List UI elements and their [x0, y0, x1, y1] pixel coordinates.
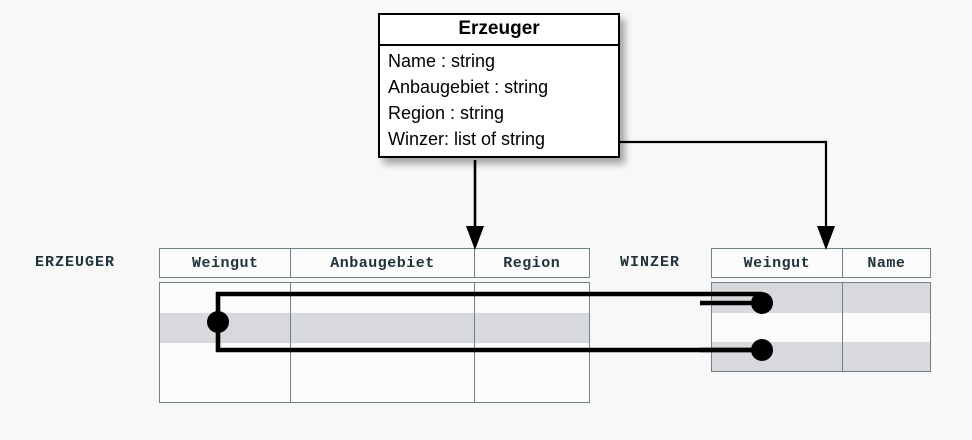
uml-class-erzeuger: Erzeuger Name : string Anbaugebiet : str… — [378, 13, 620, 158]
cell-name — [842, 313, 930, 342]
cell-name — [842, 283, 930, 313]
table-row — [712, 313, 930, 342]
cell-anbaugebiet — [290, 373, 474, 402]
column-header-region: Region — [473, 249, 589, 277]
cell-weingut — [712, 342, 842, 371]
uml-attribute-name: Name : string — [388, 51, 496, 71]
cell-weingut — [160, 343, 290, 373]
cell-name — [842, 342, 930, 371]
table-row — [160, 313, 589, 343]
column-header-name: Name — [841, 249, 930, 277]
arrow-winzer-attr-to-winzer-table — [606, 140, 835, 250]
cell-region — [474, 373, 589, 402]
uml-class-title: Erzeuger — [380, 15, 618, 46]
cell-weingut — [160, 313, 290, 343]
table-row — [160, 373, 589, 402]
arrow-class-to-erzeuger — [466, 160, 484, 250]
cell-weingut — [712, 283, 842, 313]
table-winzer-header: Weingut Name — [711, 248, 931, 278]
cell-weingut — [160, 283, 290, 313]
table-erzeuger: ERZEUGER Weingut Anbaugebiet Region — [35, 248, 590, 403]
table-row — [712, 342, 930, 371]
cell-region — [474, 313, 589, 343]
uml-attribute-list: Name : string Anbaugebiet : string Regio… — [380, 46, 618, 156]
uml-attribute-winzer: Winzer: list of string — [388, 129, 546, 149]
cell-anbaugebiet — [290, 283, 474, 313]
uml-attribute-region: Region : string — [388, 103, 505, 123]
table-winzer: WINZER Weingut Name — [620, 248, 931, 372]
table-winzer-body — [711, 282, 931, 372]
table-row — [712, 283, 930, 313]
cell-weingut — [160, 373, 290, 402]
table-erzeuger-header: Weingut Anbaugebiet Region — [159, 248, 590, 278]
table-erzeuger-label: ERZEUGER — [35, 254, 116, 271]
column-header-weingut: Weingut — [191, 254, 259, 272]
cell-anbaugebiet — [290, 313, 474, 343]
table-row — [160, 343, 589, 373]
column-header-anbaugebiet: Anbaugebiet — [290, 249, 473, 277]
table-row — [160, 283, 589, 313]
cell-region — [474, 283, 589, 313]
table-erzeuger-body — [159, 282, 590, 403]
table-winzer-label: WINZER — [620, 254, 681, 271]
cell-anbaugebiet — [290, 343, 474, 373]
uml-attribute-anbaugebiet: Anbaugebiet : string — [388, 77, 549, 97]
column-header-weingut: Weingut — [743, 254, 811, 272]
cell-region — [474, 343, 589, 373]
cell-weingut — [712, 313, 842, 342]
